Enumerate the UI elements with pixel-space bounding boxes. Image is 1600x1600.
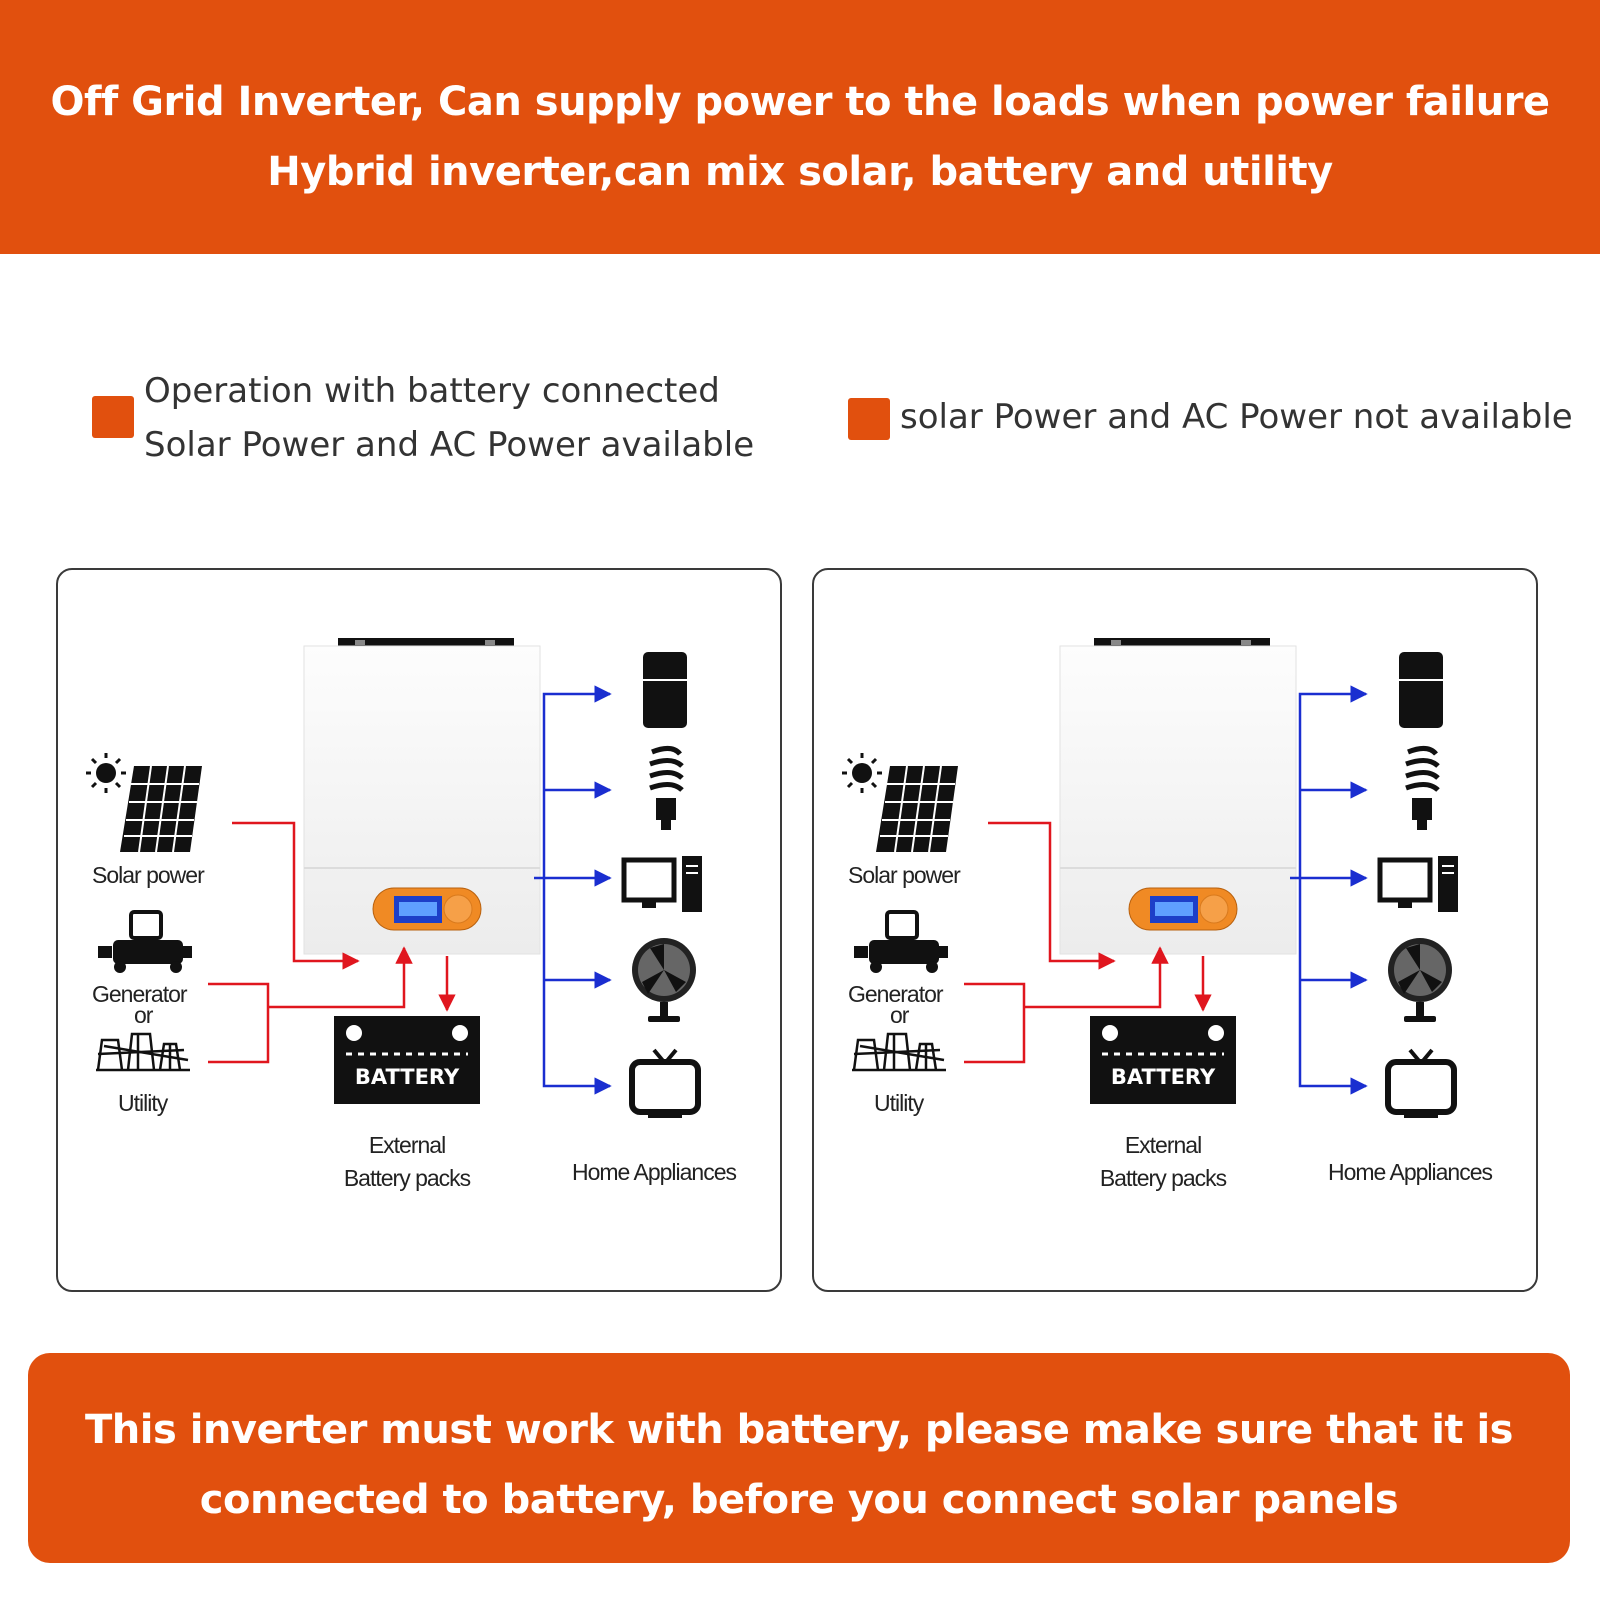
legend-swatch	[848, 398, 890, 440]
solar-panel-icon	[86, 753, 202, 853]
tv-icon	[629, 1048, 701, 1118]
inverter	[1059, 638, 1297, 955]
diagram-panel-left: Solar power Generator or Utility BATTERY…	[56, 568, 782, 1292]
display-panel-icon	[1128, 887, 1238, 931]
solar-power-label: Solar power	[92, 862, 205, 888]
legend-left-line1: Operation with battery connected	[144, 371, 720, 411]
input-lines	[208, 821, 456, 1064]
legend-right-line1: solar Power and AC Power not available	[900, 397, 1573, 437]
legend-swatch	[92, 396, 134, 438]
header-banner: Off Grid Inverter, Can supply power to t…	[0, 0, 1600, 254]
computer-icon	[621, 856, 702, 912]
battery-caption-line2: Battery packs	[1100, 1165, 1227, 1191]
fan-icon	[1388, 938, 1452, 1022]
utility-icon	[96, 1032, 190, 1072]
generator-icon	[854, 910, 948, 973]
home-appliances-label: Home Appliances	[1328, 1159, 1492, 1185]
battery-caption-line1: External	[1125, 1132, 1201, 1158]
generator-label: Generator	[92, 981, 188, 1007]
input-lines	[964, 821, 1212, 1064]
utility-icon	[852, 1032, 946, 1072]
bulb-icon	[649, 746, 684, 830]
generator-icon	[98, 910, 192, 973]
legend-left-line2: Solar Power and AC Power available	[144, 425, 755, 465]
fridge-icon	[1399, 652, 1443, 728]
home-appliances-label: Home Appliances	[572, 1159, 736, 1185]
battery-label: BATTERY	[355, 1065, 460, 1089]
battery-icon	[1090, 1016, 1236, 1104]
output-lines	[1290, 685, 1368, 1095]
generator-label: Generator	[848, 981, 944, 1007]
or-label: or	[134, 1002, 154, 1028]
fridge-icon	[643, 652, 687, 728]
battery-caption-line1: External	[369, 1132, 445, 1158]
battery-icon	[334, 1016, 480, 1104]
footer-banner: This inverter must work with battery, pl…	[28, 1353, 1570, 1563]
utility-label: Utility	[874, 1090, 925, 1116]
battery-caption-line2: Battery packs	[344, 1165, 471, 1191]
bulb-icon	[1405, 746, 1440, 830]
system-diagram: Solar power Generator or Utility BATTERY…	[86, 638, 737, 1191]
output-lines	[534, 685, 612, 1095]
footer-note-line1: This inverter must work with battery, pl…	[85, 1407, 1514, 1453]
system-diagram: Solar power Generator or Utility BATTERY…	[842, 638, 1493, 1191]
legend-right: solar Power and AC Power not available	[848, 390, 1573, 450]
diagram-panel-right: Solar power Generator or Utility BATTERY…	[812, 568, 1538, 1292]
utility-label: Utility	[118, 1090, 169, 1116]
solar-power-label: Solar power	[848, 862, 961, 888]
fan-icon	[632, 938, 696, 1022]
header-title-line1: Off Grid Inverter, Can supply power to t…	[50, 79, 1550, 125]
battery-label: BATTERY	[1111, 1065, 1216, 1089]
computer-icon	[1377, 856, 1458, 912]
inverter	[303, 638, 541, 955]
solar-panel-icon	[842, 753, 958, 853]
footer-note-line2: connected to battery, before you connect…	[199, 1477, 1399, 1523]
or-label: or	[890, 1002, 910, 1028]
legend-left: Operation with battery connected Solar P…	[90, 364, 770, 484]
display-panel-icon	[372, 887, 482, 931]
tv-icon	[1385, 1048, 1457, 1118]
header-title-line2: Hybrid inverter,can mix solar, battery a…	[267, 149, 1333, 195]
